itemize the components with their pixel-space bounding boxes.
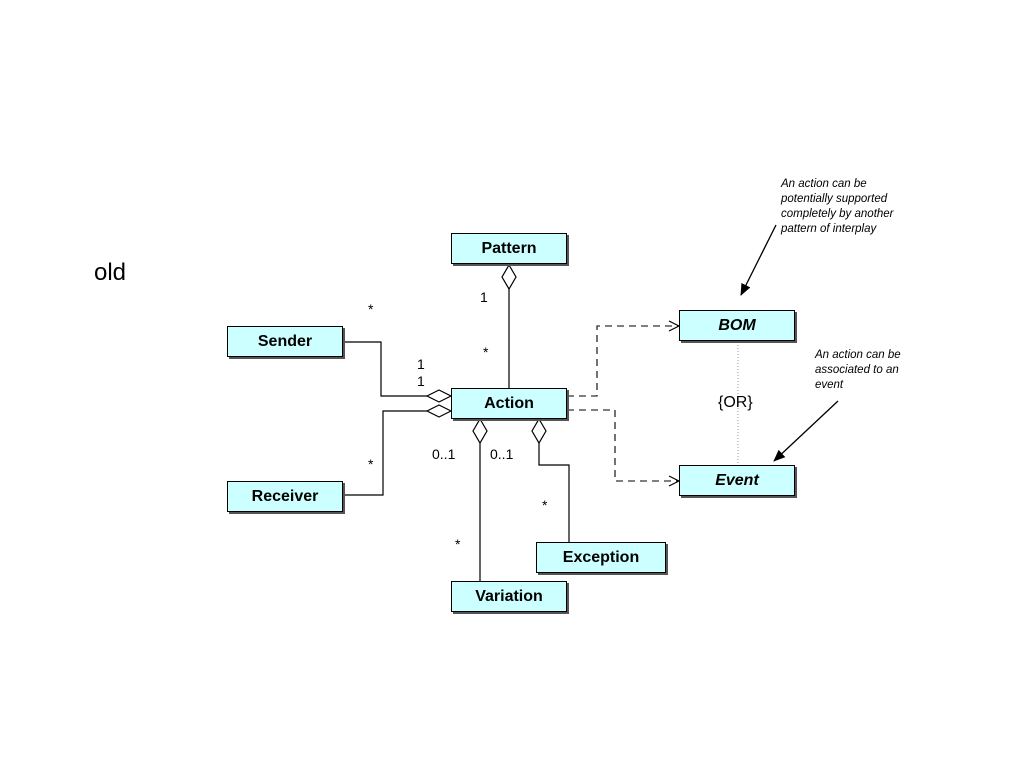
multiplicity-sender-1: 1: [417, 356, 425, 372]
multiplicity-receiver-star: *: [368, 456, 374, 472]
multiplicity-variation-star: *: [455, 536, 461, 552]
receiver-action-aggregation: [343, 404, 453, 496]
multiplicity-pattern-1: 1: [480, 289, 488, 305]
class-receiver: Receiver: [227, 481, 343, 512]
pattern-action-aggregation: [501, 263, 517, 388]
action-event-dependency: [567, 409, 679, 481]
multiplicity-sender-star: *: [368, 301, 374, 317]
class-event: Event: [679, 465, 795, 496]
sender-action-aggregation: [343, 341, 453, 403]
bom-note-arrow: [740, 224, 777, 296]
variation-action-aggregation: [472, 417, 488, 581]
class-exception: Exception: [536, 542, 666, 573]
or-constraint-label: {OR}: [718, 394, 753, 411]
class-action: Action: [451, 388, 567, 419]
multiplicity-variation-01: 0..1: [432, 446, 456, 462]
action-bom-dependency: [567, 326, 679, 397]
multiplicity-receiver-1: 1: [417, 373, 425, 389]
exception-action-aggregation: [531, 417, 570, 543]
event-note: An action can be associated to an event: [815, 349, 901, 391]
multiplicity-exception-star: *: [542, 497, 548, 513]
event-note-arrow: [773, 400, 839, 462]
class-pattern: Pattern: [451, 233, 567, 264]
class-bom: BOM: [679, 310, 795, 341]
class-variation: Variation: [451, 581, 567, 612]
class-sender: Sender: [227, 326, 343, 357]
slide-label: old: [94, 259, 127, 286]
bom-note: An action can be potentially supported c…: [781, 178, 894, 235]
multiplicity-pattern-action-star: *: [483, 344, 489, 360]
multiplicity-exception-01: 0..1: [490, 446, 514, 462]
